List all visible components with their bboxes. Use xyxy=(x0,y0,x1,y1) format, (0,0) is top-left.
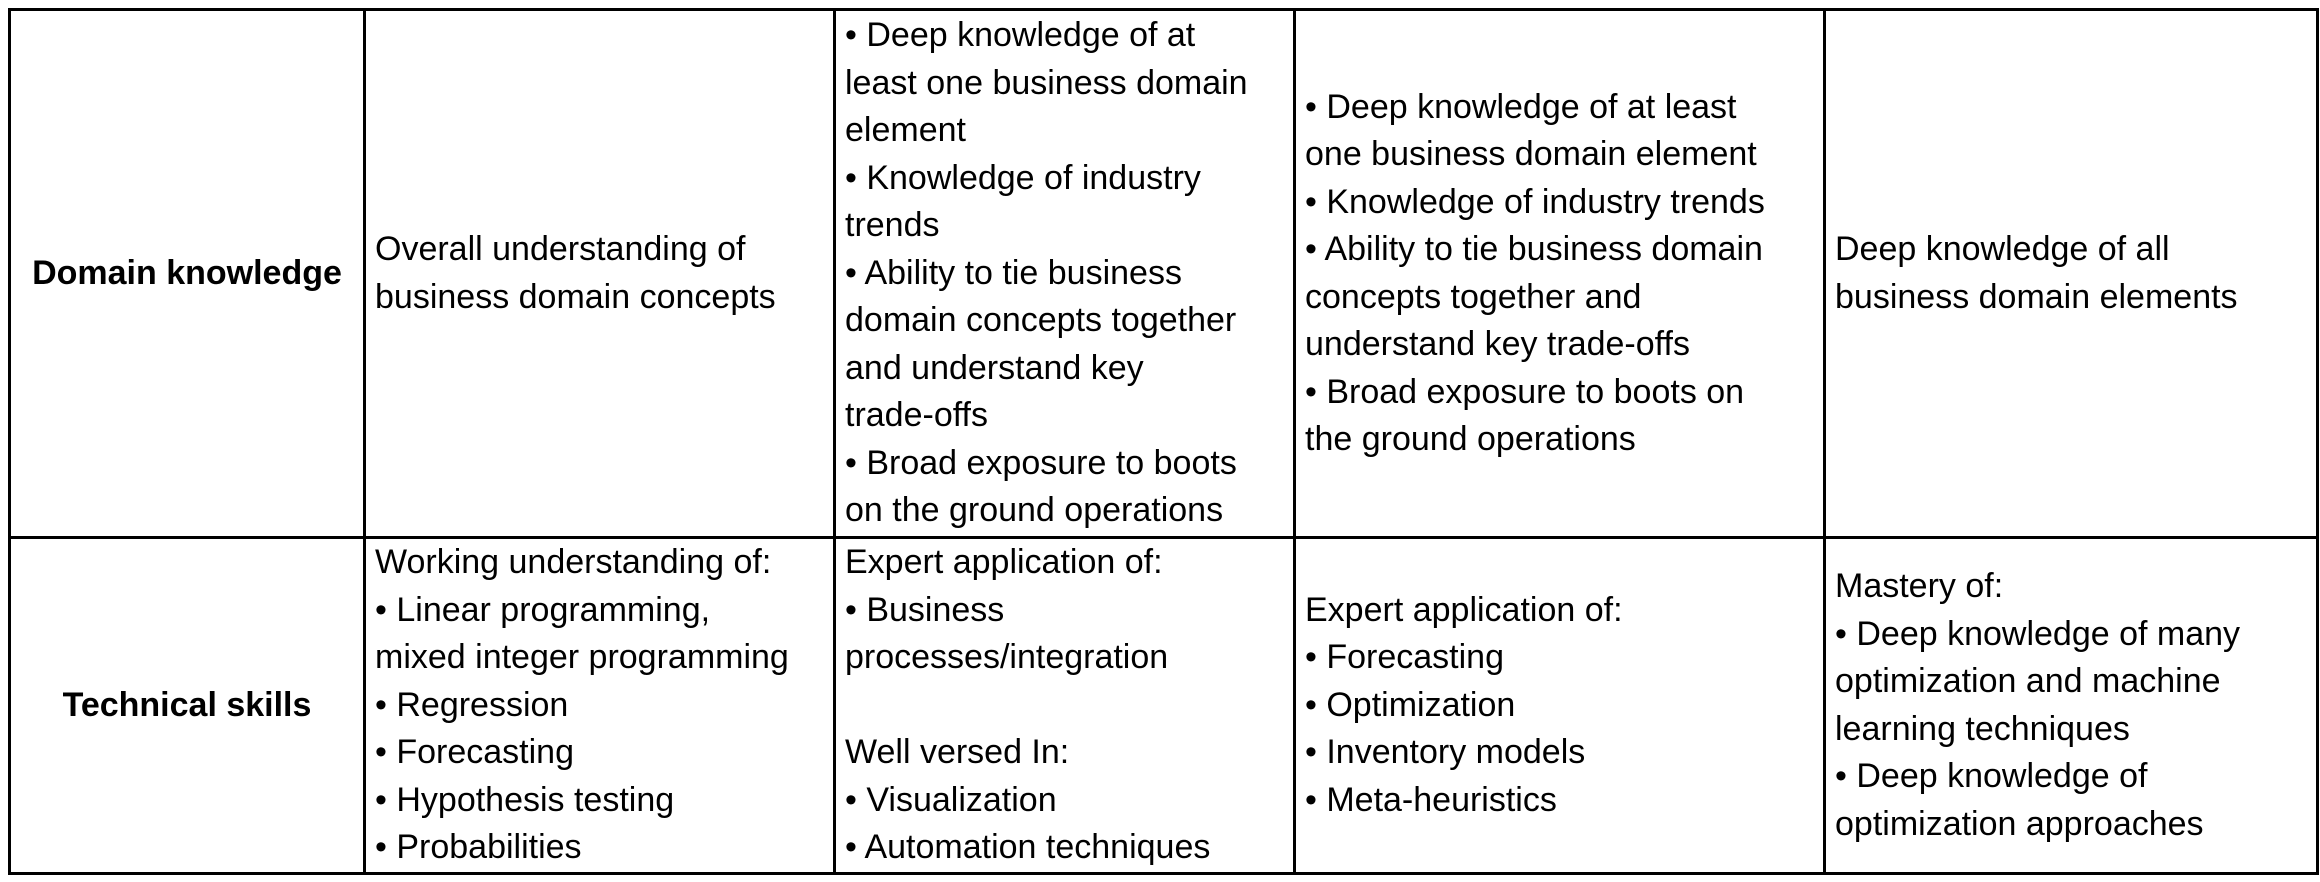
cell-line: • Knowledge of industry xyxy=(845,158,1201,197)
cell-line: Well versed In: xyxy=(845,733,1070,772)
cell-line: • Broad exposure to boots on xyxy=(1305,372,1745,411)
table-cell: Overall understanding of business domain … xyxy=(363,8,836,539)
cell-line: • Automation techniques xyxy=(845,828,1211,867)
cell-line: least one business domain xyxy=(845,63,1248,102)
cell-line: mixed integer programming xyxy=(375,638,789,677)
cell-line: and understand key xyxy=(845,348,1144,387)
row-header-technical-skills: Technical skills xyxy=(8,536,366,875)
cell-line: Expert application of: xyxy=(845,543,1163,582)
cell-line: on the ground operations xyxy=(845,491,1224,530)
cell-line: business domain concepts xyxy=(375,277,776,316)
cell-line: Deep knowledge of all xyxy=(1835,230,2170,268)
cell-line: domain concepts together xyxy=(845,301,1237,340)
cell-line: • Ability to tie business domain xyxy=(1305,230,1763,268)
cell-line: • Ability to tie business xyxy=(845,253,1182,292)
skills-matrix-table: Domain knowledge Overall understanding o… xyxy=(8,8,2319,875)
cell-line: • Probabilities xyxy=(375,828,582,867)
table-cell: Deep knowledge of all business domain ele… xyxy=(1823,8,2319,539)
cell-line: • Inventory models xyxy=(1305,733,1586,772)
table-cell: Expert application of: • Forecasting • Opt… xyxy=(1293,536,1826,875)
cell-line: Mastery of: xyxy=(1835,567,2004,605)
table-cell: Working understanding of: • Linear progra… xyxy=(363,536,836,875)
cell-line: Overall understanding of xyxy=(375,230,746,268)
cell-line: • Deep knowledge of xyxy=(1835,757,2148,795)
cell-line: • Deep knowledge of at xyxy=(845,16,1196,55)
table-cell: • Deep knowledge of at least one business… xyxy=(1293,8,1826,539)
cell-line: trends xyxy=(845,206,940,245)
cell-line: • Business xyxy=(845,590,1005,629)
table-row: Technical skills Working understanding o… xyxy=(8,536,2319,875)
cell-line: element xyxy=(845,111,966,150)
cell-line: • Hypothesis testing xyxy=(375,780,675,819)
cell-line: • Forecasting xyxy=(1305,638,1504,677)
cell-line: optimization approaches xyxy=(1835,804,2204,843)
cell-line: • Deep knowledge of many xyxy=(1835,614,2241,653)
cell-line: optimization and machine xyxy=(1835,662,2221,700)
table-cell: Expert application of: • Business processe… xyxy=(833,536,1296,875)
cell-line: Working understanding of: xyxy=(375,543,772,582)
cell-line: learning techniques xyxy=(1835,709,2130,748)
cell-line: trade-offs xyxy=(845,396,989,435)
cell-line: • Regression xyxy=(375,685,569,724)
cell-line: • Broad exposure to boots xyxy=(845,443,1237,482)
cell-line: Expert application of: xyxy=(1305,590,1623,629)
cell-line: • Optimization xyxy=(1305,685,1516,724)
cell-line: • Visualization xyxy=(845,780,1057,819)
cell-line: • Forecasting xyxy=(375,733,574,772)
cell-line: the ground operations xyxy=(1305,420,1636,458)
cell-line: understand key trade-offs xyxy=(1305,325,1690,363)
cell-line: • Meta-heuristics xyxy=(1305,780,1557,819)
cell-line: • Knowledge of industry trends xyxy=(1305,182,1765,221)
table-row: Domain knowledge Overall understanding o… xyxy=(8,8,2319,539)
cell-line: • Deep knowledge of at least xyxy=(1305,87,1737,126)
cell-line: business domain elements xyxy=(1835,277,2238,316)
cell-line xyxy=(845,682,1284,730)
table-cell: • Deep knowledge of at least one business… xyxy=(833,8,1296,539)
table-cell: Mastery of: • Deep knowledge of many optim… xyxy=(1823,536,2319,875)
cell-line: processes/integration xyxy=(845,638,1169,677)
cell-line: • Linear programming, xyxy=(375,590,711,629)
row-header-domain-knowledge: Domain knowledge xyxy=(8,8,366,539)
cell-line: concepts together and xyxy=(1305,277,1642,316)
cell-line: one business domain element xyxy=(1305,135,1757,173)
